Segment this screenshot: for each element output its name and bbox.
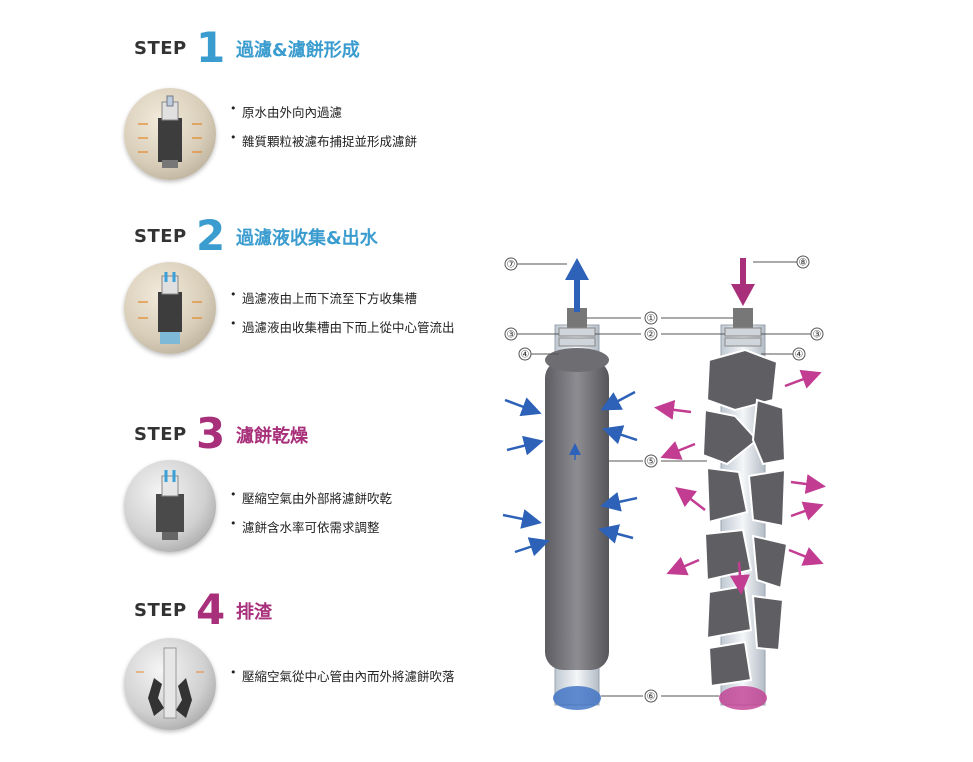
step-1-bullet: 原水由外向內過濾 [230,102,417,121]
step-1-bullet: 雜質顆粒被濾布捕捉並形成濾餅 [230,131,417,150]
callout-6: ⑥ [647,692,656,703]
step-3-header: STEP 3 濾餅乾燥 [120,409,520,464]
step-1-word: STEP [134,38,187,59]
step-2-number: 2 [196,211,226,260]
filter-element-discharge [701,258,789,710]
step-2-illustration [124,262,216,354]
step-2-word: STEP [134,226,187,247]
callout-5: ⑤ [647,457,656,468]
step-2-bullet: 過濾液由收集槽由下而上從中心管流出 [230,317,455,336]
step-2-header: STEP 2 過濾液收集&出水 [120,211,520,266]
callout-2: ② [647,330,656,341]
step-4-illustration [124,638,216,730]
step-1-title: 過濾&濾餅形成 [236,40,360,61]
step-4-word: STEP [134,600,187,621]
step-4-bullet: 壓縮空氣從中心管由內而外將濾餅吹落 [230,666,455,685]
callout-8: ⑧ [799,258,808,269]
step-4-number: 4 [196,585,226,634]
callout-3-right: ③ [813,330,822,341]
step-3-illustration [124,460,216,552]
step-3-title: 濾餅乾燥 [236,426,308,447]
step-1-header: STEP 1 過濾&濾餅形成 [120,23,520,78]
inflow-arrows [502,390,638,557]
callout-3-left: ③ [507,330,516,341]
step-4-title: 排渣 [236,602,272,623]
step-1-illustration [124,88,216,180]
step-2-title: 過濾液收集&出水 [236,228,378,249]
callout-7: ⑦ [507,260,516,271]
discharge-arrows [654,369,826,595]
callout-4-right: ④ [795,350,804,361]
step-3-bullet: 濾餅含水率可依需求調整 [230,517,392,536]
callout-1: ① [647,314,656,325]
step-3-bullet: 壓縮空氣由外部將濾餅吹乾 [230,488,392,507]
step-3-number: 3 [196,409,226,458]
filter-element-filtration [545,258,609,710]
filter-element-diagram: ⑦ ⑧ ① ② ③ ③ ④ ④ ⑤ ⑥ [502,255,826,710]
step-1-number: 1 [196,23,226,72]
callout-4-left: ④ [521,350,530,361]
step-4-header: STEP 4 排渣 [120,585,520,640]
step-2-bullet: 過濾液由上而下流至下方收集槽 [230,288,455,307]
step-3-word: STEP [134,424,187,445]
